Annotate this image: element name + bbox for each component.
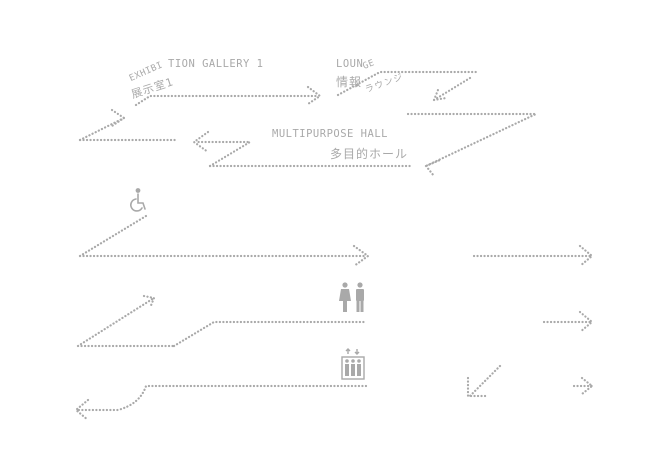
- far-right-arrow-1: [472, 244, 594, 268]
- lounge-label-ja-part1: 情報: [336, 75, 363, 89]
- restroom-route-line: [76, 294, 366, 348]
- elevator-icon: [341, 348, 365, 380]
- small-right-arrow: [572, 376, 594, 396]
- lounge-route-line: [336, 70, 478, 97]
- down-left-arrow: [466, 364, 502, 398]
- lounge-lower-arrow: [406, 112, 537, 178]
- exhibition-route-line: [78, 85, 322, 142]
- accessible-route-line: [78, 214, 370, 268]
- multipurpose-label-en: MULTIPURPOSE HALL: [272, 128, 388, 140]
- multipurpose-route-line: [192, 130, 254, 168]
- lounge-return-arrow: [432, 76, 472, 102]
- elevator-route-line: [74, 384, 368, 422]
- exhibition-label-en: TION GALLERY 1: [168, 58, 264, 70]
- wheelchair-icon: [130, 188, 146, 212]
- exhibition-route-head: [110, 108, 126, 128]
- restroom-icon: [339, 282, 364, 312]
- lounge-label-en-part2: GE: [361, 58, 377, 72]
- multipurpose-label-ja: 多目的ホール: [330, 147, 409, 161]
- lounge-label-en-part1: LOUN: [336, 58, 364, 70]
- lounge-label-en: LOUNGE: [336, 58, 377, 72]
- far-right-arrow-2: [542, 310, 594, 334]
- lounge-label-ja: 情報ラウンジ: [336, 72, 405, 95]
